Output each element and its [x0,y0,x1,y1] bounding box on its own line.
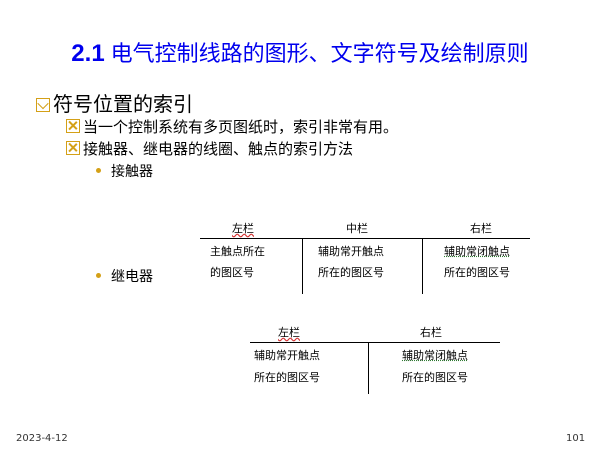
title-text: 电气控制线路的图形、文字符号及绘制原则 [110,42,529,67]
relay-header-left: 左栏 [278,326,300,339]
contactor-cell: 辅助常闭触点 [444,245,510,258]
bullet-dot-icon [96,273,101,278]
contactor-header-right: 右栏 [470,222,492,235]
checkbox-down-icon [36,98,50,112]
relay-cell: 所在的图区号 [402,371,468,384]
bullet-sub1: 当一个控制系统有多页图纸时，索引非常有用。 [66,116,398,137]
bullet-dot-icon [96,168,101,173]
contactor-cell: 所在的图区号 [444,266,510,279]
contactor-header-middle: 中栏 [346,222,368,235]
bullet-contactor: 接触器 [96,161,153,181]
contactor-cell: 主触点所在 [210,245,265,258]
contactor-divider-left [302,238,303,294]
contactor-header-left: 左栏 [232,222,254,235]
checkbox-x-icon [66,141,80,155]
section-number: 2.1 [71,40,105,67]
page-number: 101 [566,433,586,444]
bullet-relay: 继电器 [96,266,153,286]
relay-divider [368,342,369,394]
footer-date: 2023-4-12 [16,433,68,444]
relay-horizontal-line [250,342,500,343]
contactor-cell: 所在的图区号 [318,266,384,279]
relay-cell: 辅助常闭触点 [402,349,468,362]
relay-cell: 所在的图区号 [254,371,320,384]
contactor-divider-right [422,238,423,294]
checkbox-x-icon [66,119,80,133]
contactor-horizontal-line [200,238,530,239]
contactor-cell: 辅助常开触点 [318,245,384,258]
bullet-main: 符号位置的索引 [36,88,193,117]
contactor-cell: 的图区号 [210,266,254,279]
relay-cell: 辅助常开触点 [254,349,320,362]
relay-header-right: 右栏 [420,326,442,339]
bullet-sub2: 接触器、继电器的线圈、触点的索引方法 [66,138,353,159]
